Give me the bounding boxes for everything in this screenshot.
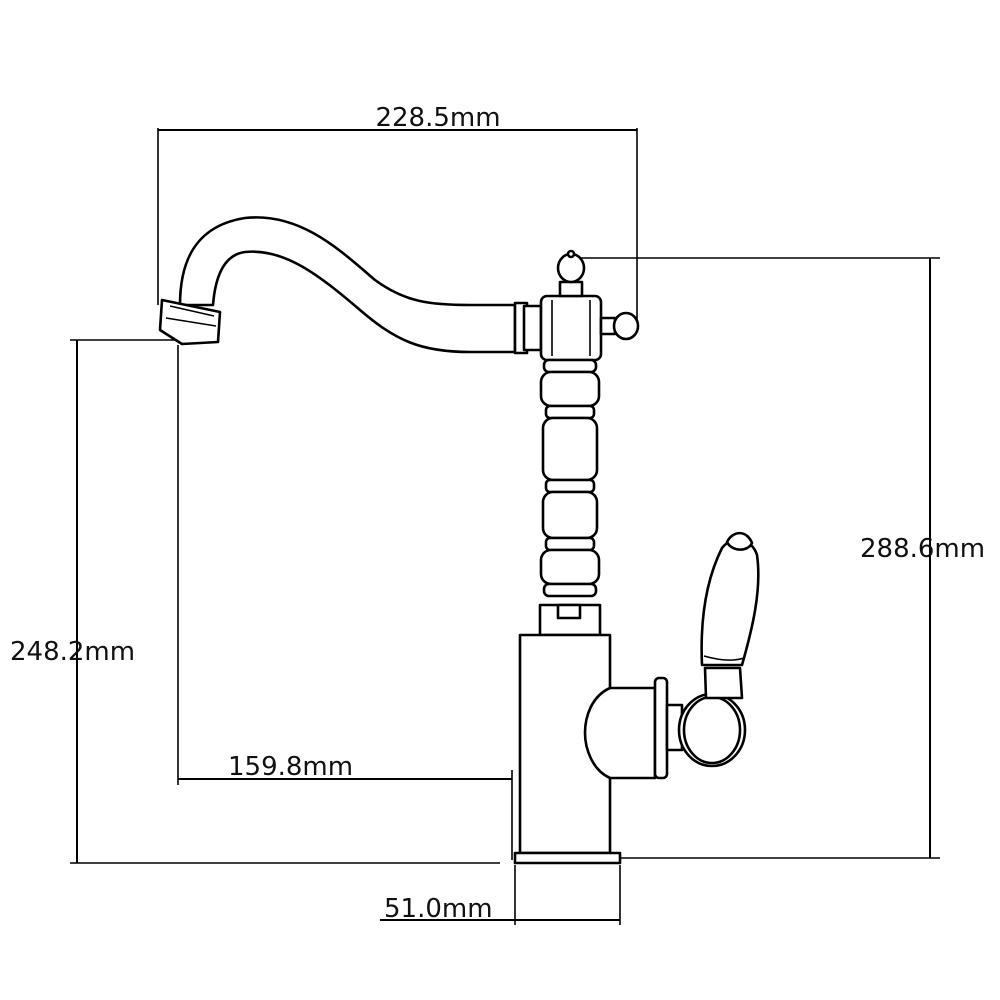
- dim-label-total-height: 288.6mm: [860, 534, 985, 564]
- dimension-lines: [70, 128, 940, 925]
- dim-label-spout-reach: 228.5mm: [375, 103, 500, 133]
- side-knob: [599, 311, 640, 341]
- dim-label-spout-to-body: 159.8mm: [228, 752, 353, 782]
- dim-label-spout-height: 248.2mm: [10, 637, 135, 667]
- cartridge-housing: [583, 676, 747, 780]
- aerator-nozzle: [158, 298, 222, 346]
- base-plate: [513, 851, 622, 865]
- faucet-outline: [158, 216, 760, 865]
- dim-label-base-diameter: 51.0mm: [384, 894, 493, 924]
- spout-pipe: [178, 216, 517, 354]
- decorative-column: [539, 358, 601, 598]
- top-finial: [556, 249, 586, 298]
- lever-handle: [700, 531, 760, 700]
- swivel-hub: [539, 294, 603, 362]
